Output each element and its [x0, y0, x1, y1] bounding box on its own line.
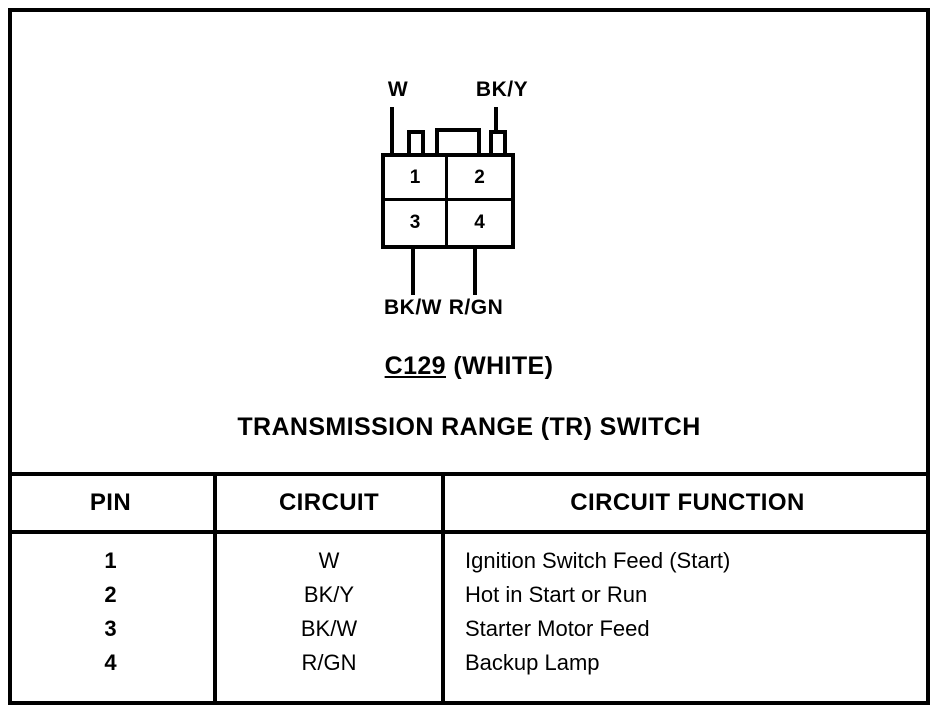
table-row: 1 W Ignition Switch Feed (Start): [8, 544, 930, 578]
column-header-function: CIRCUIT FUNCTION: [443, 476, 930, 534]
wire-lead-bottom-right: [473, 249, 477, 295]
filler-cell-function: [443, 680, 930, 705]
pin-number-2: 2: [474, 166, 485, 188]
pin-cavity-2: 2: [448, 157, 511, 201]
row-circuit: W: [215, 544, 445, 578]
row-pin: 3: [8, 612, 217, 646]
table-row: 4 R/GN Backup Lamp: [8, 646, 930, 680]
connector-color: (WHITE): [453, 352, 554, 380]
row-circuit: R/GN: [215, 646, 445, 680]
wire-label-bottom-left: BK/W: [384, 296, 442, 319]
wire-label-bottom-right: R/GN: [448, 296, 504, 319]
pin-assignment-table: PIN CIRCUIT CIRCUIT FUNCTION 1 W Ignitio…: [8, 476, 930, 705]
row-function: Backup Lamp: [465, 650, 600, 675]
spacer-cell-function: [443, 532, 930, 544]
table-row: 3 BK/W Starter Motor Feed: [8, 612, 930, 646]
wire-label-top-right: BK/Y: [475, 78, 529, 101]
table-header-row: PIN CIRCUIT CIRCUIT FUNCTION: [8, 476, 930, 534]
connector-code: C129: [384, 352, 446, 380]
connector-code-caption: C129 (WHITE): [8, 352, 930, 381]
pin-number-3: 3: [409, 212, 421, 233]
table-filler-row: [8, 680, 930, 705]
section-divider: [8, 472, 930, 476]
connector-tab-right: [489, 130, 507, 154]
pin-number-1: 1: [409, 166, 421, 188]
wire-lead-bottom-left: [411, 249, 415, 295]
wire-label-top-left: W: [387, 78, 409, 101]
column-header-pin: PIN: [8, 476, 217, 534]
pin-cavity-1: 1: [385, 157, 448, 201]
row-pin: 4: [8, 646, 217, 680]
pin-cavity-3: 3: [385, 201, 448, 245]
row-function: Ignition Switch Feed (Start): [465, 548, 731, 573]
filler-cell-pin: [8, 680, 217, 705]
spacer-cell-circuit: [215, 532, 445, 544]
spacer-cell-pin: [8, 532, 217, 544]
pin-number-4: 4: [474, 212, 485, 233]
connector-tab-center: [435, 128, 481, 154]
connector-body: 1 2 3 4: [381, 153, 515, 249]
row-function: Hot in Start or Run: [465, 582, 648, 607]
column-header-circuit: CIRCUIT: [215, 476, 445, 534]
diagram-section: W BK/Y 1 2 3 4: [8, 8, 930, 474]
row-function: Starter Motor Feed: [465, 616, 650, 641]
row-circuit: BK/Y: [215, 578, 445, 612]
pin-cavity-4: 4: [448, 201, 511, 245]
row-pin: 2: [8, 578, 217, 612]
table-spacer-row: [8, 532, 930, 544]
page-border: [8, 8, 930, 705]
connector-tab-left: [407, 130, 425, 154]
connector-assembly: W BK/Y 1 2 3 4: [8, 8, 930, 328]
row-circuit: BK/W: [215, 612, 445, 646]
table-row: 2 BK/Y Hot in Start or Run: [8, 578, 930, 612]
wire-lead-top-left: [390, 107, 394, 153]
filler-cell-circuit: [215, 680, 445, 705]
component-name-caption: TRANSMISSION RANGE (TR) SWITCH: [237, 413, 701, 441]
row-pin: 1: [8, 544, 217, 578]
